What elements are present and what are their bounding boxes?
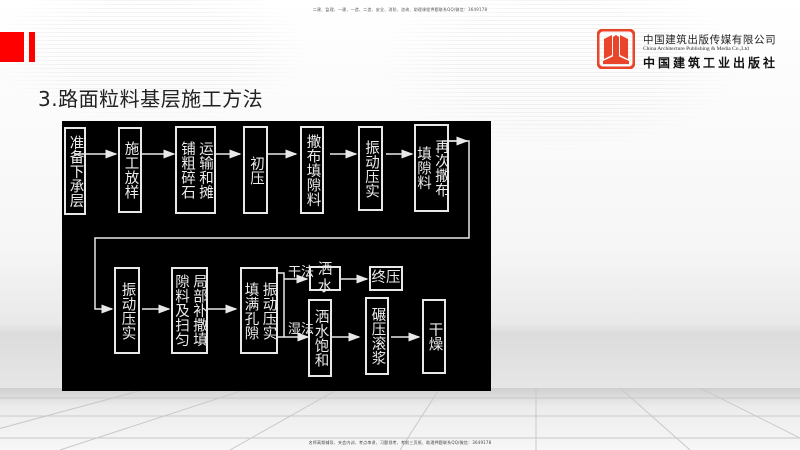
top-watermark-note: 二建、监理、一建、一造、二造、安全、消防、咨询、助理课程押题联系QQ/微信：36…: [312, 7, 488, 12]
red-accent-bar: [29, 32, 35, 62]
floor-background: [0, 388, 800, 450]
flow-node-local-fill-sweep: 局部补撒填 隙料及扫匀: [171, 267, 208, 354]
flowchart-connectors: [74, 136, 470, 342]
flow-node-initial-rolling: 初压: [243, 126, 268, 214]
flow-node-spread-filler: 撒布填隙料: [300, 126, 324, 214]
flow-node-transport-spread-stone: 运输和摊 铺粗碎石: [175, 126, 216, 214]
logo-name-cn: 中国建筑出版传媒有限公司: [643, 34, 777, 46]
flow-node-wet-saturate: 洒水饱和: [308, 299, 332, 377]
flow-node-setting-out: 施工放样: [118, 127, 142, 213]
flow-node-respread-filler: 再次撒布 填隙料: [414, 124, 449, 212]
logo-name-calligraphy: 中国建筑工业出版社: [643, 56, 779, 70]
flow-node-dry-sprinkle: 洒水: [309, 262, 341, 295]
page-title: 3.路面粒料基层施工方法: [38, 87, 264, 111]
flow-node-prepare-subbase: 准备下承层: [64, 127, 86, 215]
wet-method-label: 湿法: [288, 322, 315, 337]
bottom-watermark-note: 名师高频辅导、夹会内训、考点串讲、习题领考、考前三页纸、助理押题联系QQ/微信：…: [308, 440, 492, 445]
flow-node-dry: 干燥: [422, 299, 446, 374]
flow-node-final-rolling: 终压: [369, 266, 403, 291]
flow-node-vibratory-compaction-2: 振动压实: [114, 267, 140, 354]
flow-node-vibratory-compaction-1: 振动压实: [358, 126, 383, 211]
red-accent-block: [0, 32, 24, 62]
flow-node-compact-fill-voids: 振动压实 填满孔隙: [240, 267, 278, 354]
publisher-logo-icon: [597, 29, 635, 69]
logo-name-en: China Architecture Publishing & Media Co…: [643, 46, 749, 52]
dry-method-label: 干法: [288, 265, 315, 280]
publisher-logo: 中国建筑出版传媒有限公司 China Architecture Publishi…: [597, 29, 797, 73]
flowchart-diagram: 准备下承层 施工放样 运输和摊 铺粗碎石 初压 撒布填隙料 振动压实 再次撒布 …: [62, 121, 491, 391]
flow-node-roll-slurry: 碾压滚浆: [365, 297, 389, 375]
